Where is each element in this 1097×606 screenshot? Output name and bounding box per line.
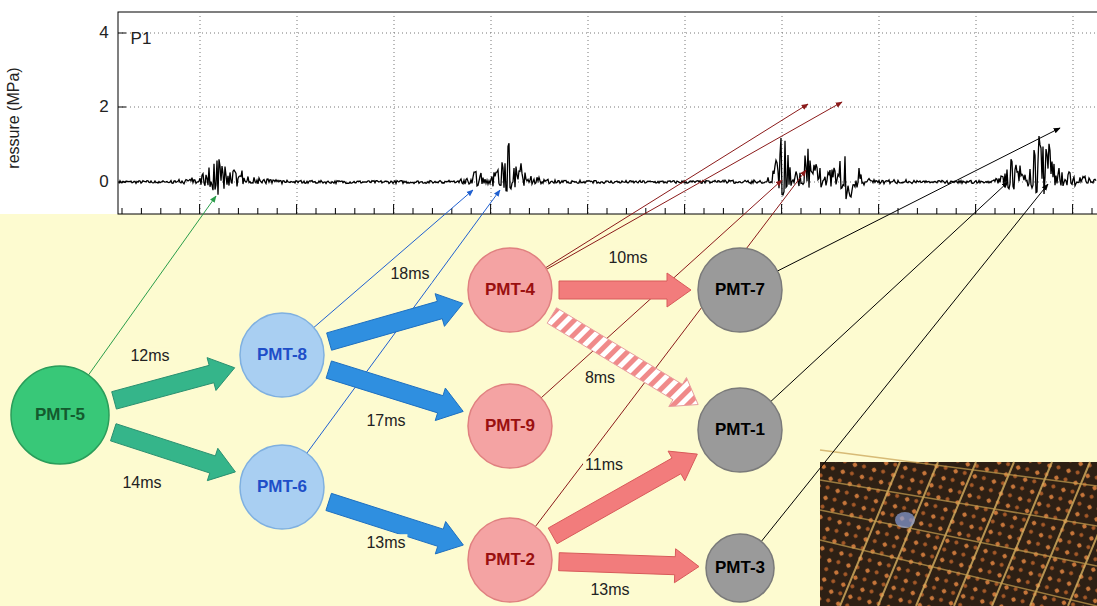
axis-tick: 0 (99, 172, 108, 192)
pmt-circle: PMT-6 (239, 444, 325, 530)
node-label: PMT-7 (715, 280, 765, 300)
pmt-circle: PMT-4 (467, 247, 553, 333)
delay-label: 10ms (606, 249, 649, 267)
node-label: PMT-8 (257, 345, 307, 365)
delay-label: 13ms (588, 581, 631, 599)
node-label: PMT-6 (257, 477, 307, 497)
node-label: PMT-1 (715, 420, 765, 440)
delay-label: 18ms (388, 265, 431, 283)
block-arrow (559, 273, 691, 307)
pmt-circle: PMT-2 (467, 517, 553, 603)
pmt-circle: PMT-1 (697, 387, 783, 473)
pmt-circle: PMT-3 (705, 533, 775, 603)
block-arrow (547, 308, 698, 407)
node-label: PMT-5 (35, 405, 85, 425)
delay-label: 17ms (364, 412, 407, 430)
node-label: PMT-4 (485, 280, 535, 300)
delay-label: 12ms (128, 347, 171, 365)
block-arrow (548, 451, 697, 544)
block-arrow (327, 294, 463, 351)
node-label: PMT-3 (715, 558, 765, 578)
delay-label: 11ms (583, 456, 625, 474)
pmt-circle: PMT-7 (697, 247, 783, 333)
axis-tick: 2 (99, 97, 108, 117)
axis-title: ressure (MPa) (5, 67, 23, 168)
pressure-trace (119, 136, 1096, 199)
pmt-circle: PMT-9 (467, 383, 553, 469)
block-arrow (326, 493, 463, 554)
ground-band (0, 214, 1097, 606)
pmt-circle: PMT-8 (239, 312, 325, 398)
axis-tick: 4 (99, 23, 108, 43)
delay-label: 8ms (583, 369, 617, 387)
node-label: PMT-9 (485, 416, 535, 436)
block-arrow (559, 549, 699, 583)
leader-lines (86, 102, 1060, 547)
block-arrow (110, 424, 235, 481)
block-arrow (112, 358, 235, 409)
photo-inset (820, 450, 1097, 606)
node-label: PMT-2 (485, 550, 535, 570)
trace-name: P1 (131, 29, 152, 49)
delay-label: 13ms (364, 534, 407, 552)
pmt-circle: PMT-5 (10, 365, 110, 465)
delay-label: 14ms (120, 474, 163, 492)
